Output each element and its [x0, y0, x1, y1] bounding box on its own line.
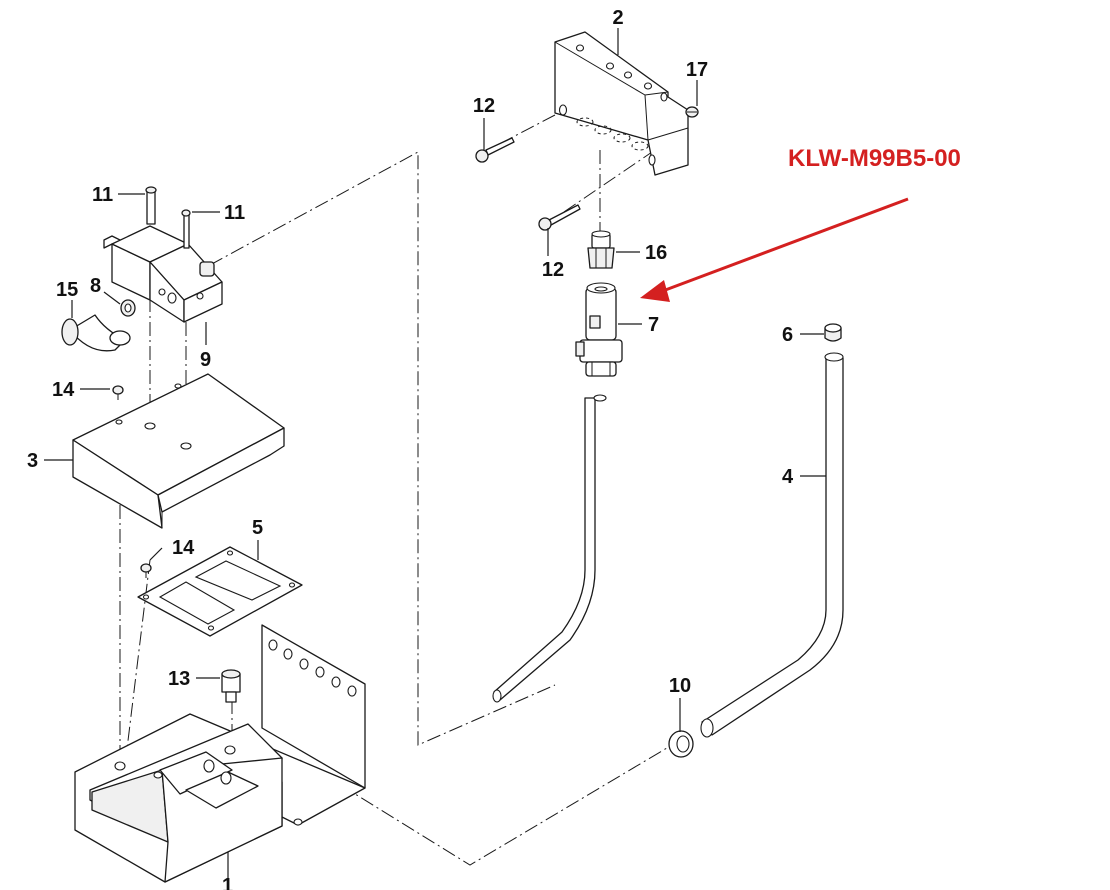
callout-10: 10 — [669, 675, 691, 697]
callout-9: 9 — [200, 349, 211, 371]
callout-7: 7 — [648, 314, 659, 336]
callout-14-upper: 14 — [52, 379, 75, 401]
callout-8: 8 — [90, 275, 101, 297]
callout-labels: 2 17 12 12 16 7 6 4 10 11 11 8 15 9 14 3… — [27, 7, 794, 890]
base-box — [74, 624, 366, 883]
plug-screw — [685, 106, 699, 118]
callout-16: 16 — [645, 242, 667, 264]
tube-long — [700, 352, 844, 738]
arrow-head — [640, 280, 670, 302]
callout-1: 1 — [222, 875, 233, 890]
tube-cap — [824, 323, 842, 342]
screw-gasket — [140, 563, 152, 578]
manifold-block — [554, 31, 689, 176]
tube-short — [492, 394, 607, 703]
part-number-highlight: KLW-M99B5-00 — [640, 145, 961, 302]
leader-lines — [44, 28, 826, 878]
callout-12-lower: 12 — [542, 259, 564, 281]
callout-3: 3 — [27, 450, 38, 472]
elbow-fitting — [61, 314, 131, 352]
callout-12-upper: 12 — [473, 95, 495, 117]
callout-2: 2 — [612, 7, 623, 29]
push-fitting — [587, 230, 615, 269]
callout-15: 15 — [56, 279, 78, 301]
gasket — [137, 546, 303, 637]
grommet — [668, 730, 694, 758]
callout-4: 4 — [782, 466, 794, 488]
cap-screw — [221, 669, 241, 703]
callout-6: 6 — [782, 324, 793, 346]
callout-5: 5 — [252, 517, 263, 539]
cover-bracket — [72, 373, 285, 529]
bolt-lower — [538, 204, 581, 231]
check-valve — [575, 282, 623, 377]
solenoid-valve — [103, 225, 223, 323]
bolt-upper — [475, 137, 515, 163]
callout-11-left: 11 — [92, 184, 113, 206]
callout-11-right: 11 — [224, 202, 245, 224]
callout-13: 13 — [168, 668, 190, 690]
callout-14-lower: 14 — [172, 537, 195, 559]
arrow-shaft — [659, 197, 909, 294]
screw-cover — [112, 385, 124, 400]
screws-valve — [145, 186, 191, 249]
callout-17: 17 — [686, 59, 708, 81]
part-number-label: KLW-M99B5-00 — [788, 145, 961, 172]
